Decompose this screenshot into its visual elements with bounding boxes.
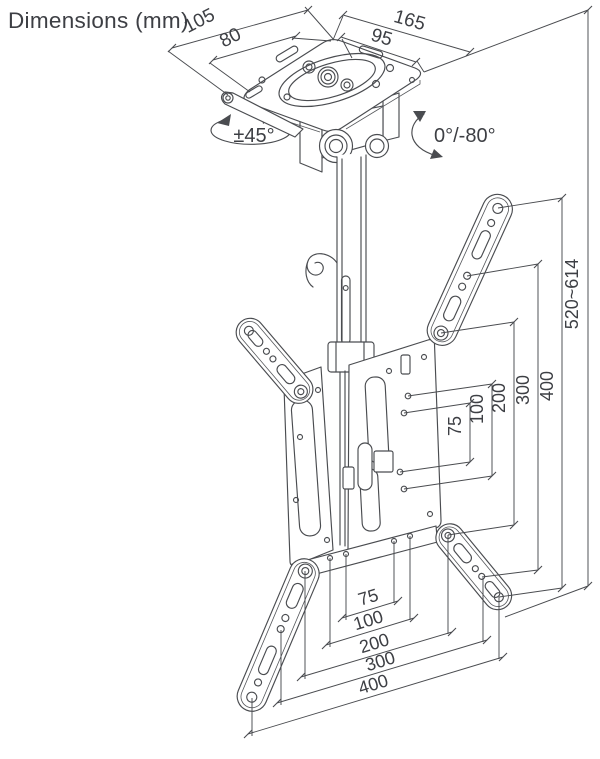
dim-label-hole-width: 95 <box>368 25 394 51</box>
dim-label-vesa-v-300: 300 <box>513 375 533 405</box>
vesa-arm-upper-left <box>229 312 320 410</box>
dim-label-height-range: 520~614 <box>562 259 582 330</box>
vesa-arm-lower-right <box>429 517 518 616</box>
storage-hook-icon <box>305 253 338 288</box>
dims-right-vertical: 75 100 200 300 400 520~614 <box>399 5 593 618</box>
ceiling-plate <box>239 38 422 133</box>
swivel-pivot-knob <box>318 128 390 164</box>
swivel-range-label: ±45° <box>233 125 274 147</box>
dim-label-vesa-v-100: 100 <box>467 394 487 424</box>
diagram-title: Dimensions (mm) <box>8 8 189 33</box>
vesa-arm-lower-left <box>231 553 325 717</box>
mounting-pole <box>336 153 367 345</box>
tilt-range-label: 0°/-80° <box>434 125 496 147</box>
dim-label-vesa-v-75: 75 <box>445 416 465 436</box>
vesa-bracket <box>283 338 442 581</box>
dim-label-vesa-h-400: 400 <box>356 670 391 698</box>
dim-label-vesa-v-400: 400 <box>537 371 557 401</box>
flange-screw <box>220 91 304 138</box>
dims-top-right: 165 95 <box>332 6 475 73</box>
dim-label-hole-depth: 80 <box>216 24 244 52</box>
dim-label-vesa-v-200: 200 <box>489 383 509 413</box>
dim-label-vesa-h-75: 75 <box>356 585 381 610</box>
tilt-arrow-icon <box>411 111 443 159</box>
mount-drawing <box>220 38 518 717</box>
